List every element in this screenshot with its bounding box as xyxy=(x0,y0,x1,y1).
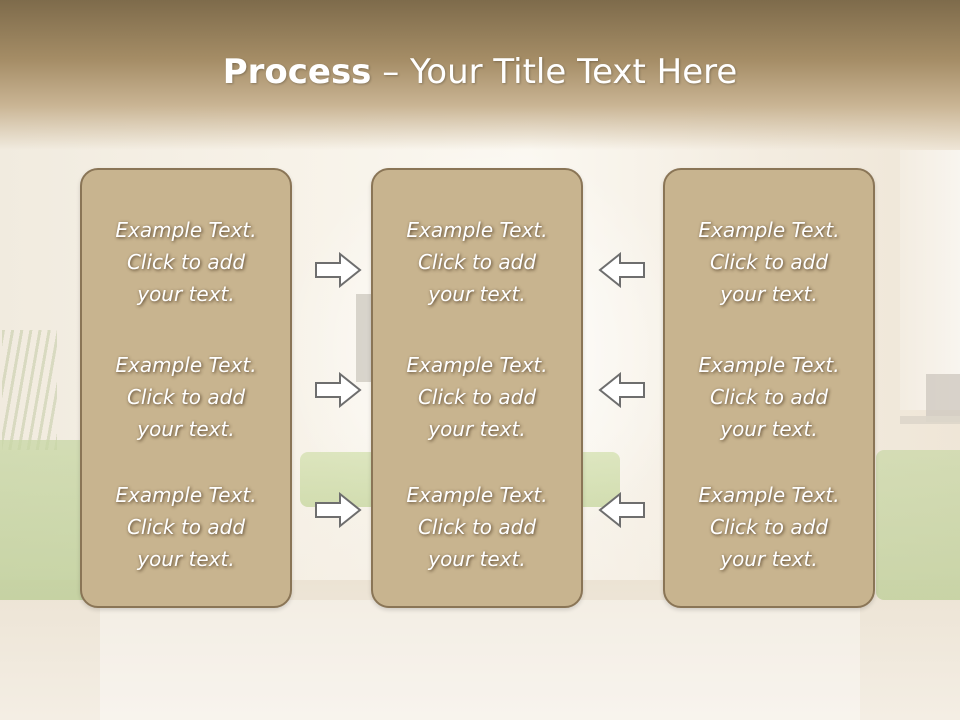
text-block[interactable]: Example Text. Click to add your text. xyxy=(373,349,581,445)
text-block[interactable]: Example Text. Click to add your text. xyxy=(373,214,581,310)
text-line: your text. xyxy=(428,417,526,441)
title-bold-part: Process xyxy=(222,52,372,92)
text-line: Example Text. xyxy=(698,353,840,377)
arrow-left-icon[interactable] xyxy=(598,252,646,288)
arrow-left-icon[interactable] xyxy=(598,492,646,528)
text-block[interactable]: Example Text. Click to add your text. xyxy=(373,479,581,575)
text-line: Click to add xyxy=(126,515,246,539)
title-rest-part: – Your Title Text Here xyxy=(371,52,738,92)
background-window xyxy=(900,150,960,410)
background-rug xyxy=(100,600,860,720)
text-block[interactable]: Example Text. Click to add your text. xyxy=(665,479,873,575)
text-line: Click to add xyxy=(709,385,829,409)
text-line: Example Text. xyxy=(406,218,548,242)
text-block[interactable]: Example Text. Click to add your text. xyxy=(82,349,290,445)
text-line: your text. xyxy=(137,547,235,571)
process-panel-left[interactable]: Example Text. Click to add your text. Ex… xyxy=(80,168,292,608)
text-line: Example Text. xyxy=(406,353,548,377)
text-line: Click to add xyxy=(417,250,537,274)
text-line: Click to add xyxy=(417,515,537,539)
text-line: your text. xyxy=(428,282,526,306)
text-line: Example Text. xyxy=(115,483,257,507)
text-block[interactable]: Example Text. Click to add your text. xyxy=(82,479,290,575)
text-block[interactable]: Example Text. Click to add your text. xyxy=(82,214,290,310)
text-line: your text. xyxy=(720,547,818,571)
arrow-left-icon[interactable] xyxy=(598,372,646,408)
text-line: Example Text. xyxy=(698,483,840,507)
background-sofa-left xyxy=(0,440,90,600)
slide-title[interactable]: Process – Your Title Text Here xyxy=(0,52,960,92)
text-line: Click to add xyxy=(417,385,537,409)
text-line: Click to add xyxy=(709,515,829,539)
text-line: Click to add xyxy=(709,250,829,274)
title-band xyxy=(0,0,960,150)
text-line: Click to add xyxy=(126,250,246,274)
text-line: your text. xyxy=(720,417,818,441)
text-line: Click to add xyxy=(126,385,246,409)
process-panel-center[interactable]: Example Text. Click to add your text. Ex… xyxy=(371,168,583,608)
text-line: Example Text. xyxy=(406,483,548,507)
arrow-right-icon[interactable] xyxy=(314,252,362,288)
text-block[interactable]: Example Text. Click to add your text. xyxy=(665,349,873,445)
text-line: Example Text. xyxy=(115,353,257,377)
arrow-right-icon[interactable] xyxy=(314,372,362,408)
process-panel-right[interactable]: Example Text. Click to add your text. Ex… xyxy=(663,168,875,608)
text-block[interactable]: Example Text. Click to add your text. xyxy=(665,214,873,310)
arrow-right-icon[interactable] xyxy=(314,492,362,528)
text-line: Example Text. xyxy=(698,218,840,242)
text-line: your text. xyxy=(137,282,235,306)
text-line: your text. xyxy=(428,547,526,571)
background-side-table xyxy=(926,374,960,422)
text-line: your text. xyxy=(720,282,818,306)
background-plant xyxy=(2,330,57,450)
background-sofa-right xyxy=(876,450,960,600)
background-shelf xyxy=(900,416,960,424)
text-line: Example Text. xyxy=(115,218,257,242)
text-line: your text. xyxy=(137,417,235,441)
